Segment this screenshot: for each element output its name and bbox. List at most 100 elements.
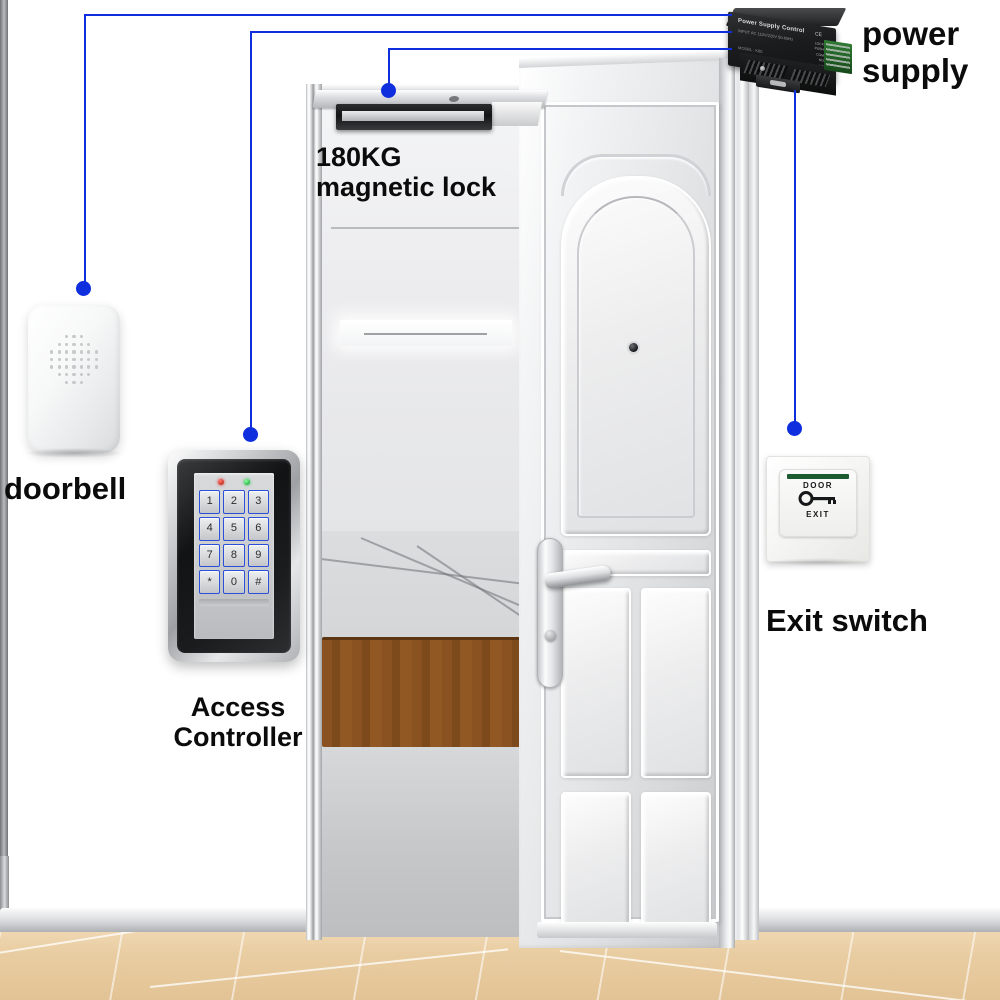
speaker-grille-dot xyxy=(64,373,69,377)
keypad-key-7[interactable]: 7 xyxy=(199,543,221,568)
peephole-icon xyxy=(629,343,638,352)
marble-vein xyxy=(360,536,533,615)
interior-light-fixture xyxy=(339,320,512,347)
label-doorbell: doorbell xyxy=(4,471,127,506)
status-led-red-icon xyxy=(218,479,224,485)
door-panel-arched xyxy=(561,176,711,536)
floor-seam xyxy=(149,948,509,988)
speaker-grille-dot xyxy=(87,357,91,362)
keypad-key-4[interactable]: 4 xyxy=(199,516,221,541)
keypad-key-2[interactable]: 2 xyxy=(223,490,245,514)
label-magnetic-lock: 180KG magnetic lock xyxy=(316,142,497,203)
power-supply-screw xyxy=(760,66,765,71)
speaker-grille-dot xyxy=(72,335,76,339)
speaker-grille-dot xyxy=(87,350,91,354)
wire-node-doorbell xyxy=(76,281,91,296)
doorbell-shadow xyxy=(24,448,124,458)
access-controller-led-row xyxy=(199,479,269,485)
keypad-key-6[interactable]: 6 xyxy=(247,516,269,541)
speaker-grille-dot xyxy=(79,365,84,369)
door-frame-left-jamb xyxy=(306,84,322,940)
speaker-grille-dot xyxy=(50,357,54,362)
speaker-grille-dot xyxy=(79,357,84,362)
speaker-grille-dot xyxy=(57,357,61,362)
speaker-grille-dot xyxy=(64,335,69,339)
speaker-grille-dot xyxy=(79,373,84,377)
exit-switch-shadow xyxy=(770,558,870,566)
doorbell-speaker-grille xyxy=(48,331,100,387)
keypad-key-5[interactable]: 5 xyxy=(223,516,245,541)
access-controller-card-slot xyxy=(199,599,269,606)
label-exit-switch: Exit switch xyxy=(766,603,928,638)
keypad-key-0[interactable]: 0 xyxy=(223,570,245,594)
door-kick-plate xyxy=(537,922,717,938)
door-panel-upper-right xyxy=(641,588,711,778)
speaker-grille-dot xyxy=(87,342,91,346)
floor xyxy=(0,892,1000,1000)
power-supply-ce-mark: CE xyxy=(815,31,822,39)
marble-vein xyxy=(416,545,533,631)
door-frame-left-reveal xyxy=(0,0,8,856)
keypad-key-9[interactable]: 9 xyxy=(247,543,269,568)
wire-node-magnetic-lock xyxy=(381,83,396,98)
interior-wood-furniture xyxy=(322,637,529,747)
keypad-key-1[interactable]: 1 xyxy=(199,490,221,514)
door-frame-right-reveal xyxy=(749,62,759,940)
wire-exit-switch-vertical xyxy=(794,90,796,428)
speaker-grille-dot xyxy=(94,350,98,354)
baseboard-left xyxy=(0,908,306,932)
speaker-grille-dot xyxy=(57,373,61,377)
power-supply-terminal-block[interactable] xyxy=(824,39,852,75)
door-panel-lower-left xyxy=(561,792,631,932)
door-top-bevel xyxy=(519,49,735,68)
speaker-grille-dot xyxy=(64,350,69,354)
speaker-grille-dot xyxy=(64,342,69,346)
keypad-key-hash[interactable]: # xyxy=(247,570,269,594)
speaker-grille-dot xyxy=(79,335,84,339)
door-edge-strip xyxy=(719,58,735,948)
exit-switch-top-text: DOOR xyxy=(803,481,833,490)
speaker-grille-dot xyxy=(50,365,54,369)
exit-switch-green-bar xyxy=(787,474,849,479)
key-icon xyxy=(798,491,838,511)
speaker-grille-dot xyxy=(87,373,91,377)
speaker-grille-dot xyxy=(87,365,91,369)
power-supply-unit[interactable]: Power Supply Control INPUT AC 110V/220V … xyxy=(725,8,854,96)
wire-node-exit-switch xyxy=(787,421,802,436)
interior-wall xyxy=(318,92,533,532)
speaker-grille-dot xyxy=(64,365,69,369)
wire-access-controller-horizontal xyxy=(250,31,732,33)
door-lock-cylinder[interactable] xyxy=(545,630,556,641)
speaker-grille-dot xyxy=(79,380,84,384)
keypad-key-star[interactable]: * xyxy=(199,570,221,594)
magnetic-lock-bracket xyxy=(487,102,543,126)
exit-switch-unit[interactable]: DOOR EXIT xyxy=(766,456,870,562)
speaker-grille-dot xyxy=(79,350,84,354)
interior-ceiling-line xyxy=(330,227,533,230)
keypad-key-8[interactable]: 8 xyxy=(223,543,245,568)
speaker-grille-dot xyxy=(72,357,76,362)
speaker-grille-dot xyxy=(72,380,76,384)
wire-access-controller-vertical xyxy=(250,31,252,433)
speaker-grille-dot xyxy=(57,342,61,346)
magnetic-lock[interactable] xyxy=(312,90,548,134)
door-handle-backplate[interactable] xyxy=(537,538,563,688)
door-leaf[interactable] xyxy=(519,49,735,948)
speaker-grille-dot xyxy=(57,365,61,369)
interior-floor xyxy=(318,746,533,937)
door-panel-lower-right xyxy=(641,792,711,932)
keypad-key-3[interactable]: 3 xyxy=(247,490,269,514)
magnetic-lock-body xyxy=(336,104,492,130)
speaker-grille-dot xyxy=(64,380,69,384)
exit-switch-button[interactable]: DOOR EXIT xyxy=(779,469,857,537)
wire-doorbell-vertical xyxy=(84,14,86,289)
doorbell-unit[interactable] xyxy=(28,305,120,453)
label-access-controller: Access Controller xyxy=(173,692,303,753)
label-power-supply: power supply xyxy=(862,15,969,89)
speaker-grille-dot xyxy=(72,350,76,354)
